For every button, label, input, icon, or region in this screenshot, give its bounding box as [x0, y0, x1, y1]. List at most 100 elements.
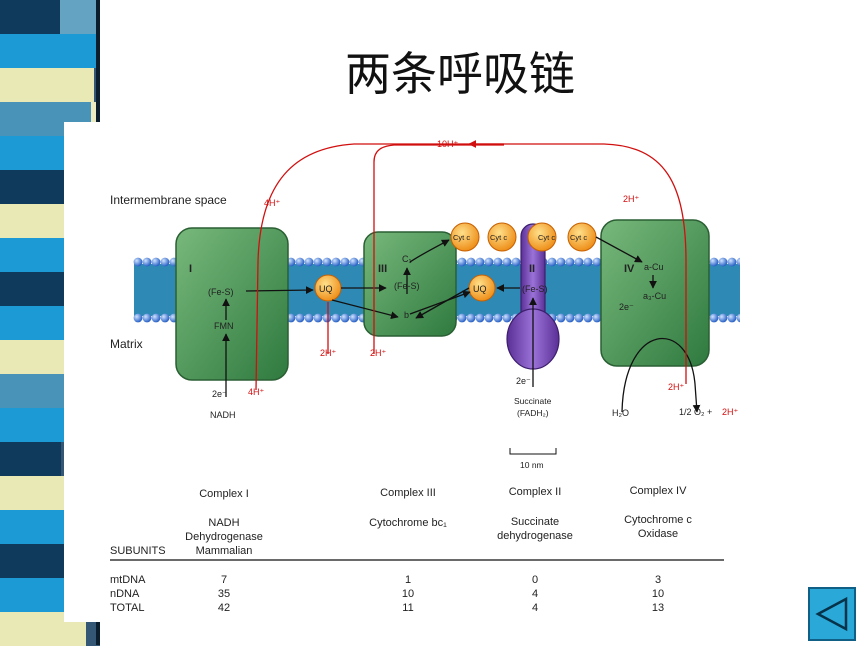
lipid-head: [592, 257, 602, 267]
lipid-head: [475, 257, 485, 267]
lipid-head: [493, 257, 503, 267]
proton-uq-bottom: 2H⁺: [320, 348, 337, 358]
stripe-block: [0, 306, 73, 340]
lipid-head: [583, 257, 593, 267]
subunits-label: SUBUNITS: [110, 545, 166, 557]
succinate-electrons: 2e⁻: [516, 376, 531, 386]
lipid-head: [313, 313, 323, 323]
complex-i-label: I: [189, 263, 192, 275]
lipid-head: [484, 313, 494, 323]
stripe-block: [0, 408, 64, 442]
complex-i: I (Fe-S) FMN: [175, 227, 289, 381]
table-cell: 0: [532, 574, 538, 586]
stripe-block: [0, 34, 97, 68]
complex-iii-label: III: [378, 263, 387, 275]
table-cell: 10: [652, 588, 664, 600]
table-cell: 4: [532, 588, 538, 600]
stripe-block: [60, 0, 100, 34]
succinate-label: Succinate: [514, 396, 552, 406]
lipid-head: [304, 257, 314, 267]
cytochrome-c-carriers: Cyt c Cyt c Cyt c Cyt c: [450, 222, 597, 252]
complex-iv: IV a-Cu a₃-Cu 2e⁻: [600, 219, 710, 367]
oxygen-label: 1/2 O₂ +: [679, 407, 712, 417]
lipid-head: [493, 313, 503, 323]
lipid-head: [466, 313, 476, 323]
water-label: H₂O: [612, 408, 629, 418]
complex-iv-acu: a-Cu: [644, 262, 664, 272]
stripe-block: [0, 0, 60, 34]
stripe-block: [0, 374, 67, 408]
complex-iv-a3cu: a₃-Cu: [643, 291, 666, 301]
electron-transport-figure: Intermembrane space Matrix I (Fe-S) FMN …: [64, 122, 740, 622]
lipid-head: [556, 313, 566, 323]
complex-i-name-3: Mammalian: [196, 545, 253, 557]
lipid-head: [142, 313, 152, 323]
table-cell: 13: [652, 602, 664, 614]
scale-bar-label: 10 nm: [520, 460, 544, 470]
cyt-c-4: Cyt c: [570, 233, 587, 242]
lipid-head: [304, 313, 314, 323]
lipid-head: [142, 257, 152, 267]
table-row-label: TOTAL: [110, 602, 144, 614]
lipid-head: [502, 313, 512, 323]
complex-iv-label: IV: [624, 263, 635, 275]
back-button[interactable]: [808, 587, 856, 641]
proton-10h: 10H⁺: [437, 139, 459, 149]
table-cell: 7: [221, 574, 227, 586]
lipid-head: [475, 313, 485, 323]
stripe-block: [91, 102, 100, 136]
proton-c1-bottom: 4H⁺: [248, 387, 265, 397]
complex-i-fes: (Fe-S): [208, 287, 234, 297]
stripe-block: [0, 68, 94, 102]
lipid-head: [322, 257, 332, 267]
ubiquinone-left: UQ: [314, 274, 342, 302]
svg-text:UQ: UQ: [319, 284, 333, 294]
complex-iii-name: Cytochrome bc₁: [369, 517, 447, 529]
lipid-head: [511, 257, 521, 267]
proton-c3-bottom: 2H⁺: [370, 348, 387, 358]
lipid-head: [133, 257, 143, 267]
table-cell: 35: [218, 588, 230, 600]
complex-i-name-2: Dehydrogenase: [185, 531, 263, 543]
complex-ii: II (Fe-S): [506, 223, 560, 370]
proton-c1-top: 4H⁺: [264, 198, 281, 208]
lipid-head: [718, 257, 728, 267]
lipid-head: [565, 313, 575, 323]
complex-ii-label: II: [529, 263, 535, 275]
lipid-head: [565, 257, 575, 267]
lipid-head: [502, 257, 512, 267]
lipid-head: [133, 313, 143, 323]
lipid-head: [484, 257, 494, 267]
cyt-c-3: Cyt c: [538, 233, 555, 242]
complex-ii-name-1: Succinate: [511, 516, 559, 528]
electron-transport-diagram: Intermembrane space Matrix I (Fe-S) FMN …: [110, 139, 740, 614]
lipid-head: [286, 257, 296, 267]
table-header-complex-iv: Complex IV: [630, 485, 688, 497]
slide-title: 两条呼吸链: [345, 47, 575, 101]
lipid-head: [583, 313, 593, 323]
scale-bar: 10 nm: [509, 448, 557, 470]
lipid-head: [709, 313, 719, 323]
lipid-head: [313, 257, 323, 267]
lipid-head: [574, 257, 584, 267]
lipid-head: [151, 257, 161, 267]
triangle-left-icon: [815, 596, 848, 632]
lipid-head: [718, 313, 728, 323]
lipid-head: [547, 257, 557, 267]
proton-flow-arrows: [255, 140, 687, 391]
cyt-c-2: Cyt c: [490, 233, 507, 242]
proton-c4-bottom: 2H⁺: [668, 382, 685, 392]
complex-iv-name-2: Oxidase: [638, 528, 678, 540]
lipid-head: [574, 313, 584, 323]
lipid-head: [331, 313, 341, 323]
nadh-electrons: 2e⁻: [212, 389, 227, 399]
complex-i-fmn: FMN: [214, 321, 234, 331]
ubiquinone-right: UQ: [468, 274, 496, 302]
subunit-table: Complex I Complex III Complex II Complex…: [110, 485, 724, 614]
complex-iii: III C₁ (Fe-S) b: [363, 231, 457, 337]
lipid-head: [295, 257, 305, 267]
lipid-head: [457, 313, 467, 323]
proton-c4-top: 2H⁺: [623, 194, 640, 204]
lipid-head: [340, 257, 350, 267]
lipid-head: [349, 257, 359, 267]
